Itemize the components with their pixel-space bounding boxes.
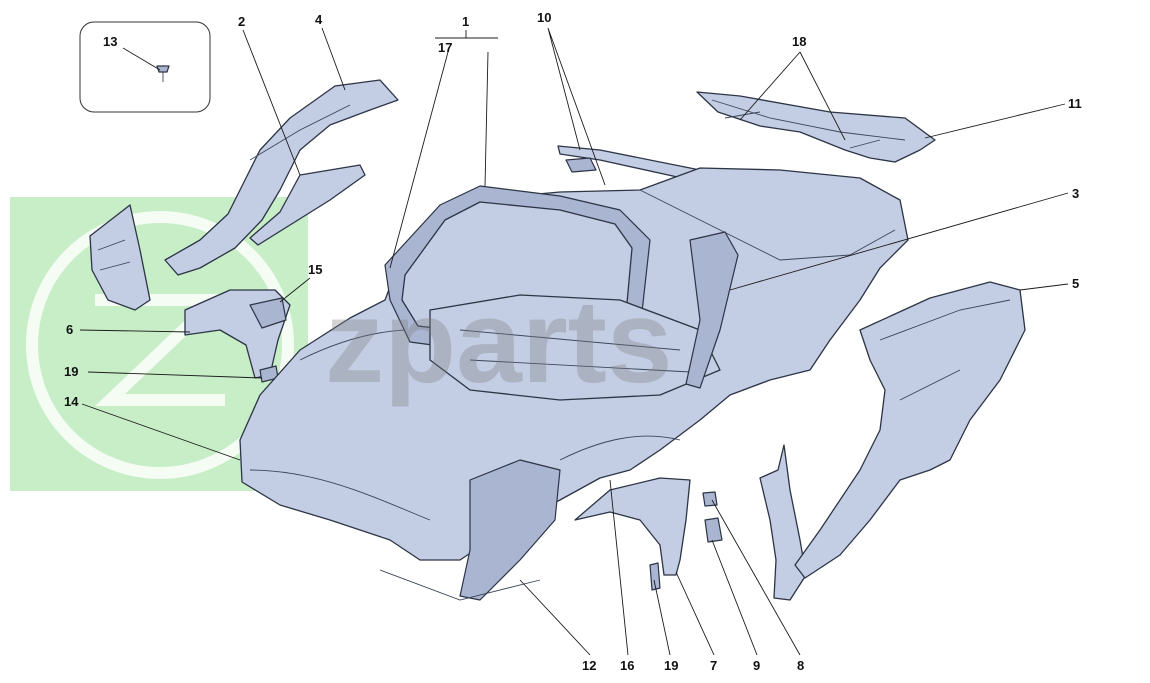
left-side-panels [89, 79, 399, 383]
callout-14: 14 [64, 394, 79, 409]
right-sill-panel [759, 444, 807, 601]
watermark-brand-text: zparts [325, 276, 673, 408]
callout-5: 5 [1072, 276, 1079, 291]
callout-7: 7 [710, 658, 717, 673]
callout-18: 18 [792, 34, 806, 49]
rear-deck-panel [696, 91, 936, 163]
callout-3: 3 [1072, 186, 1079, 201]
callout-19-left: 19 [64, 364, 78, 379]
leader-lines [79, 27, 1069, 656]
callout-10: 10 [537, 10, 551, 25]
callout-4: 4 [315, 12, 323, 27]
callout-19-bottom: 19 [664, 658, 678, 673]
callout-1: 1 [462, 14, 469, 29]
callout-16: 16 [620, 658, 634, 673]
callout-12: 12 [582, 658, 596, 673]
callout-6: 6 [66, 322, 73, 337]
callout-8: 8 [797, 658, 804, 673]
front-fender-group [574, 477, 723, 591]
callout-15: 15 [308, 262, 322, 277]
callout-13: 13 [103, 34, 117, 49]
callout-2: 2 [238, 14, 245, 29]
callout-9: 9 [753, 658, 760, 673]
main-body-shell [239, 167, 909, 601]
callout-11: 11 [1068, 96, 1082, 111]
fastener-inset [79, 21, 211, 113]
callout-labels: 13 2 4 1 17 10 18 11 3 5 15 6 19 14 12 1… [64, 10, 1082, 673]
right-side-panel [794, 281, 1026, 579]
callout-17: 17 [438, 40, 452, 55]
